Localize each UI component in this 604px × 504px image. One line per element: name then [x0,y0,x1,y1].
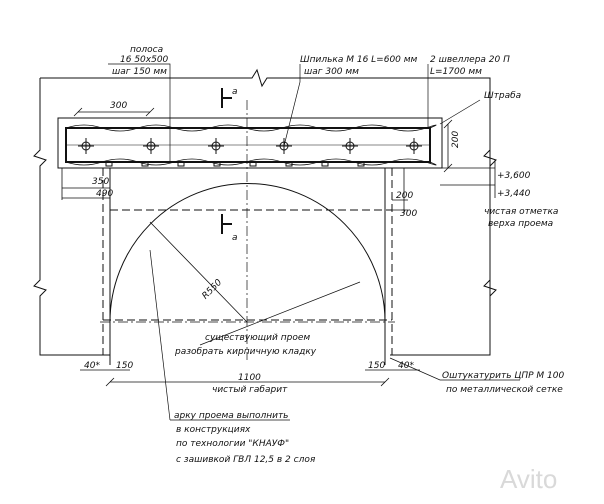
bottom-dim-150-left: 150 [116,361,133,371]
clear-width-caption: чистый габарит [212,385,288,395]
section-mark-bottom-label: а [232,233,238,243]
bottom-dim-40-left: 40* [84,361,100,371]
bottom-dim-40-right: 40* [398,361,414,371]
existing-opening [102,168,393,355]
strip-label-1: полоса [130,45,163,55]
existing-opening-label-1: существующий проем [205,333,310,343]
elevation-top: +3,600 [497,171,531,181]
stud-label-1: Шпилька М 16 L=600 мм [300,55,418,65]
groove-wave-top [65,124,437,132]
center-lines [100,100,395,360]
leader-plaster [389,357,520,381]
dim-label-350: 350 [92,177,109,187]
leader-strip [108,63,171,162]
leader-stud [283,64,301,147]
dim-label-300-right: 300 [400,209,417,219]
elevation-note-2: верха проема [488,219,553,229]
section-mark-bottom [221,214,232,234]
watermark-logo: Avito [500,464,557,494]
groove-outline [57,117,443,169]
opening-jambs [109,168,386,365]
arch-curve [109,183,386,323]
wall-outline [33,68,491,356]
steel-strips [105,161,365,167]
dim-label-200: 200 [451,131,461,148]
section-mark-top-label: а [232,87,238,97]
arch-label-2: в конструкциях [176,425,251,435]
groove-label: Штраба [484,91,521,101]
stud-label-2: шаг 300 мм [304,67,359,77]
dim-350-490 [61,168,110,200]
bottom-dim-150-right: 150 [368,361,385,371]
radius-leader [149,221,248,323]
stud-bolts [78,138,422,154]
elevation-bottom: +3,440 [497,189,531,199]
groove-wave-bottom [65,158,437,166]
arch-label-4: с зашивкой ГВЛ 12,5 в 2 слоя [176,455,316,465]
plaster-label-2: по металлической сетке [446,385,563,395]
clear-width-value: 1100 [238,373,261,383]
elevation-note-1: чистая отметка [484,207,558,217]
arch-label-3: по технологии "КНАУФ" [176,439,289,449]
arch-label-1: арку проема выполнить [174,411,289,421]
bottom-dim-lines [80,369,420,387]
strip-label-3: шаг 150 мм [112,67,167,77]
radius-label: R550 [201,278,225,302]
dim-right [392,168,408,214]
existing-opening-label-2: разобрать кирпичную кладку [174,347,317,357]
wall-break-right [483,149,497,297]
channel-label-2: L=1700 мм [430,67,482,77]
channel-label-1: 2 швеллера 20 П [430,55,510,65]
strip-label-2: 16 50х500 [120,55,169,65]
elevation-lines [440,160,496,198]
plaster-label-1: Оштукатурить ЦПР М 100 [442,371,564,381]
dim-label-490: 490 [96,189,113,199]
section-mark-top [221,88,232,108]
dim-label-200-right: 200 [396,191,413,201]
leader-existing [199,281,361,346]
leader-groove [439,99,481,125]
dim-label-300-left: 300 [110,101,127,111]
dim-300-left [73,107,155,117]
leader-arch [149,249,290,421]
